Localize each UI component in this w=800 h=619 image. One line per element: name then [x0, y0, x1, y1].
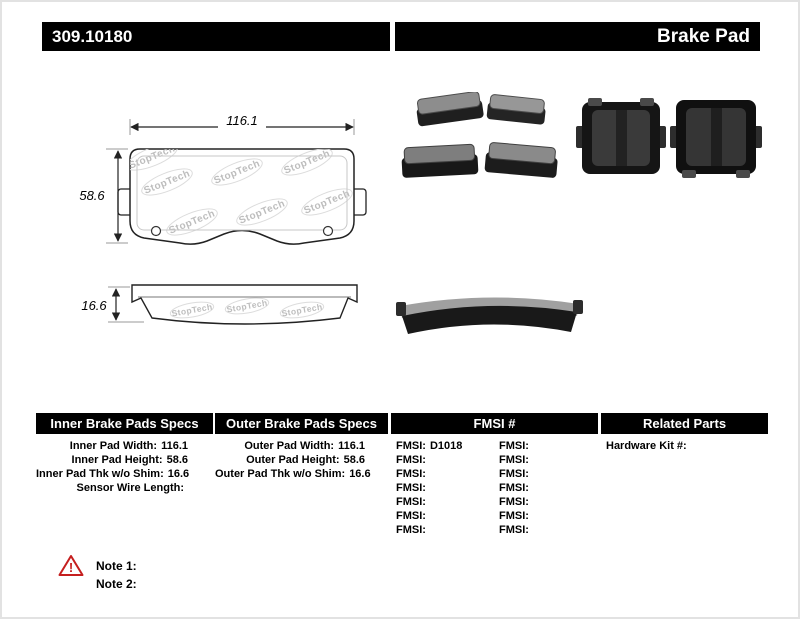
spec-label: Inner Pad Height:: [71, 454, 163, 466]
spec-row: Outer Pad Height:58.6: [215, 453, 365, 467]
pad-outline: [129, 148, 355, 245]
fmsi-header-label: FMSI #: [473, 416, 516, 431]
fmsi-row: FMSI:: [396, 495, 496, 509]
fmsi-row: FMSI:D1018: [396, 439, 496, 453]
spec-row: Outer Pad Width:116.1: [215, 439, 365, 453]
spec-value: 16.6: [349, 468, 371, 480]
fmsi-label: FMSI:: [499, 468, 529, 480]
stoptech-watermark-side: StopTech StopTech StopTech: [169, 297, 325, 319]
spec-label: Outer Pad Height:: [246, 454, 340, 466]
fmsi-list-2: FMSI: FMSI: FMSI: FMSI: FMSI: FMSI: FMSI…: [499, 439, 591, 537]
inner-specs-list: Inner Pad Width:116.1 Inner Pad Height:5…: [36, 439, 190, 495]
fmsi-row: FMSI:: [499, 481, 591, 495]
spec-label: Outer Pad Thk w/o Shim:: [215, 468, 346, 480]
left-cutout: [150, 225, 162, 237]
fmsi-row: FMSI:: [499, 509, 591, 523]
pads-photo-angled: [401, 92, 558, 178]
outer-specs-header-label: Outer Brake Pads Specs: [225, 416, 378, 431]
pad-photo-side: [396, 297, 583, 334]
outer-specs-header: Outer Brake Pads Specs: [215, 413, 388, 434]
spec-value: 58.6: [166, 454, 188, 466]
fmsi-label: FMSI:: [499, 454, 529, 466]
pad-side-clip-right: [573, 300, 583, 314]
fmsi-row: FMSI:: [396, 509, 496, 523]
fmsi-label: FMSI:: [499, 482, 529, 494]
spec-label: Inner Pad Width:: [69, 440, 158, 452]
right-cutout: [322, 225, 334, 237]
spec-row: Inner Pad Thk w/o Shim:16.6: [36, 467, 190, 481]
fmsi-row: FMSI:: [499, 439, 591, 453]
related-parts-header-label: Related Parts: [642, 416, 727, 431]
spec-label: Sensor Wire Length:: [76, 482, 184, 494]
fmsi-row: FMSI:: [396, 467, 496, 481]
outer-specs-list: Outer Pad Width:116.1 Outer Pad Height:5…: [215, 439, 371, 481]
fmsi-header: FMSI #: [391, 413, 598, 434]
pad-photo: [486, 94, 546, 125]
width-dim-label: 116.1: [226, 113, 258, 128]
pad-side-clip-left: [396, 302, 406, 316]
pads-photo-face: [576, 98, 762, 178]
thickness-dimension: 16.6: [81, 286, 144, 323]
height-dimension: 58.6: [79, 148, 128, 244]
inner-specs-header-label: Inner Brake Pads Specs: [50, 416, 199, 431]
related-parts-header: Related Parts: [601, 413, 768, 434]
fmsi-label: FMSI:: [396, 440, 426, 452]
spec-row: Inner Pad Width:116.1: [36, 439, 188, 453]
spec-row: Inner Pad Height:58.6: [36, 453, 188, 467]
pad-side-friction: [402, 305, 577, 334]
spec-row: Outer Pad Thk w/o Shim:16.6: [215, 467, 371, 481]
pad-photo: [416, 92, 484, 127]
fmsi-label: FMSI:: [396, 468, 426, 480]
fmsi-row: FMSI:: [499, 523, 591, 537]
inner-specs-header: Inner Brake Pads Specs: [36, 413, 213, 434]
pad-side-drawing: 16.6 StopTech StopTech StopTech: [81, 284, 358, 325]
pad-front-drawing: 116.1 StopTech StopTech StopTech StopTec…: [79, 113, 367, 245]
height-dim-label: 58.6: [79, 188, 105, 203]
fmsi-row: FMSI:: [499, 495, 591, 509]
svg-text:!: !: [69, 560, 73, 575]
fmsi-label: FMSI:: [396, 524, 426, 536]
spec-value: 16.6: [167, 468, 190, 480]
related-label: Hardware Kit #:: [606, 440, 687, 452]
warning-icon: !: [58, 555, 84, 576]
note-1-label: Note 1:: [96, 559, 137, 573]
fmsi-label: FMSI:: [396, 454, 426, 466]
fmsi-row: FMSI:: [499, 453, 591, 467]
fmsi-label: FMSI:: [499, 440, 529, 452]
spec-label: Inner Pad Thk w/o Shim:: [36, 468, 164, 480]
spec-label: Outer Pad Width:: [244, 440, 335, 452]
spec-value: 58.6: [343, 454, 365, 466]
fmsi-label: FMSI:: [396, 496, 426, 508]
pad-photo: [670, 100, 762, 178]
pad-photo: [484, 142, 558, 178]
fmsi-label: FMSI:: [396, 510, 426, 522]
thickness-dim-label: 16.6: [81, 298, 107, 313]
spec-value: 116.1: [338, 440, 365, 452]
part-number-bar: 309.10180: [42, 22, 390, 51]
fmsi-label: FMSI:: [499, 510, 529, 522]
spec-value: 116.1: [161, 440, 188, 452]
part-number: 309.10180: [52, 26, 133, 46]
fmsi-row: FMSI:: [499, 467, 591, 481]
fmsi-value: D1018: [429, 440, 463, 452]
product-title: Brake Pad: [657, 25, 750, 47]
fmsi-row: FMSI:: [396, 523, 496, 537]
fmsi-list-1: FMSI:D1018 FMSI: FMSI: FMSI: FMSI: FMSI:…: [396, 439, 496, 537]
pad-photo: [576, 98, 666, 174]
fmsi-row: FMSI:: [396, 481, 496, 495]
related-parts-list: Hardware Kit #:: [606, 439, 766, 453]
side-outline: [131, 284, 358, 325]
fmsi-label: FMSI:: [396, 482, 426, 494]
fmsi-label: FMSI:: [499, 496, 529, 508]
related-row: Hardware Kit #:: [606, 439, 766, 453]
pad-photo: [401, 143, 479, 178]
spec-row: Sensor Wire Length:: [36, 481, 188, 495]
friction-boundary: [136, 155, 348, 231]
fmsi-label: FMSI:: [499, 524, 529, 536]
fmsi-row: FMSI:: [396, 453, 496, 467]
product-title-bar: Brake Pad: [395, 22, 760, 51]
note-2-label: Note 2:: [96, 577, 137, 591]
width-dimension: 116.1: [129, 113, 355, 135]
